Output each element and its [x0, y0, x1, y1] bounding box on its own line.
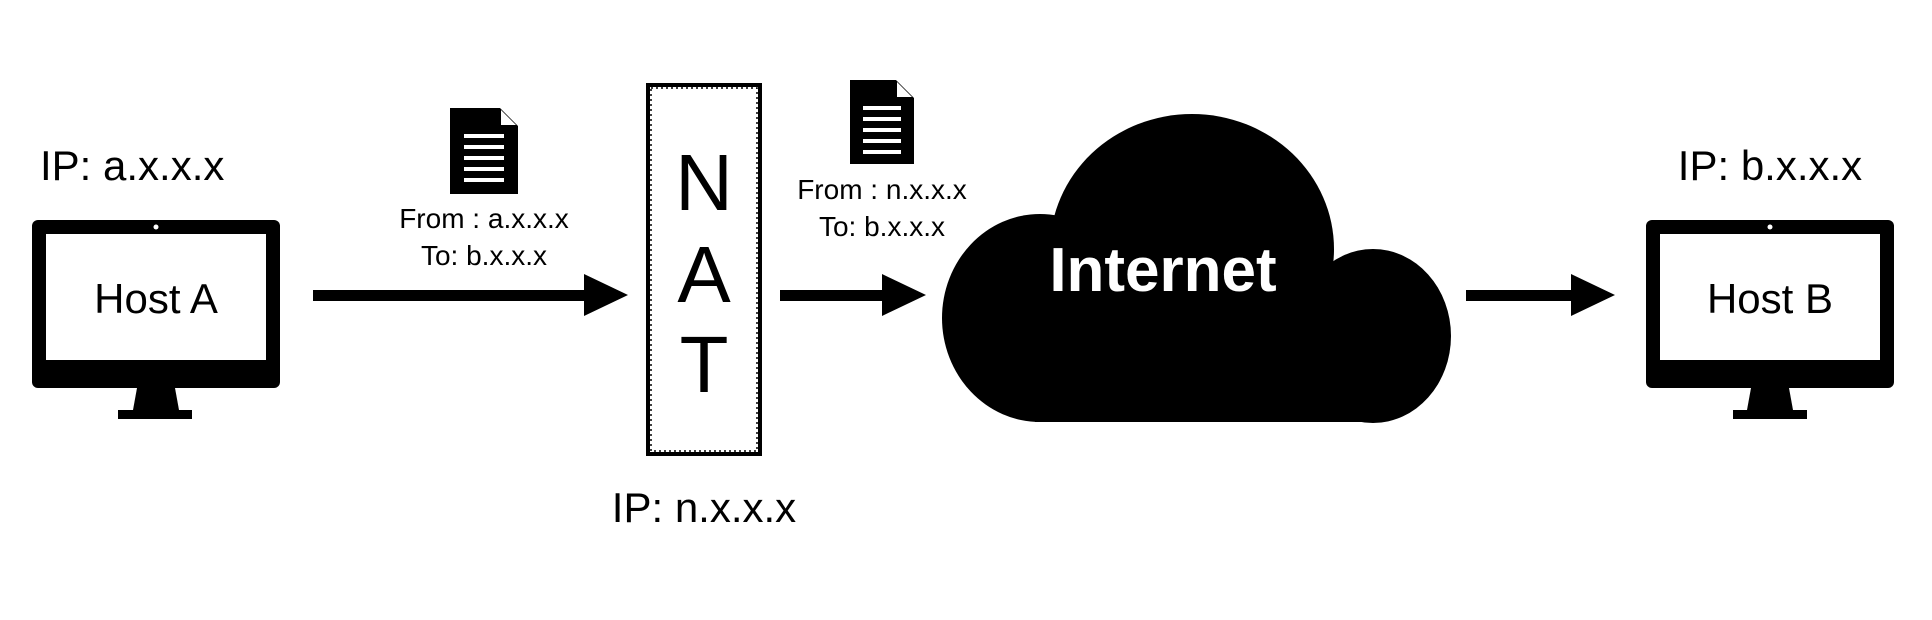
- nat-device: N A T IP: n.x.x.x: [612, 83, 796, 531]
- host-b-monitor-icon: [1646, 220, 1894, 419]
- packet-1: From : a.x.x.x To: b.x.x.x: [399, 108, 569, 271]
- nat-letter-a: A: [677, 230, 731, 319]
- arrow-nat-to-internet: [780, 274, 926, 316]
- host-b: IP: b.x.x.x Host B: [1646, 142, 1894, 419]
- host-a-monitor-icon: [32, 220, 280, 419]
- packet-2-from: From : n.x.x.x: [797, 174, 967, 205]
- host-a-ip-label: IP: a.x.x.x: [40, 142, 224, 189]
- packet-1-document-icon: [450, 108, 518, 194]
- internet-cloud-icon: [942, 114, 1451, 423]
- packet-2-to: To: b.x.x.x: [819, 211, 945, 242]
- host-b-name: Host B: [1707, 275, 1833, 322]
- arrow-internet-to-host-b: [1466, 274, 1615, 316]
- internet: Internet: [942, 114, 1451, 423]
- packet-2: From : n.x.x.x To: b.x.x.x: [797, 80, 967, 242]
- packet-1-to: To: b.x.x.x: [421, 240, 547, 271]
- nat-letter-t: T: [680, 320, 729, 409]
- packet-1-from: From : a.x.x.x: [399, 203, 569, 234]
- packet-2-document-icon: [850, 80, 914, 164]
- internet-label: Internet: [1049, 236, 1276, 305]
- nat-box: [646, 83, 762, 456]
- host-b-ip-label: IP: b.x.x.x: [1678, 142, 1862, 189]
- nat-ip-label: IP: n.x.x.x: [612, 484, 796, 531]
- host-a: IP: a.x.x.x Host A: [32, 142, 280, 419]
- host-a-name: Host A: [94, 275, 218, 322]
- arrow-host-a-to-nat: [313, 274, 628, 316]
- nat-letter-n: N: [675, 138, 733, 227]
